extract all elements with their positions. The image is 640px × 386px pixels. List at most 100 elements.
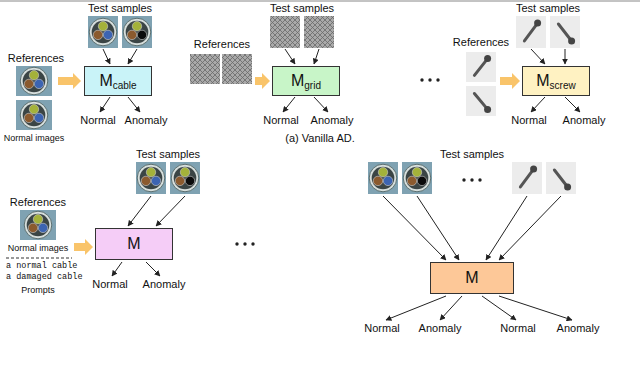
model-symbol: M: [465, 269, 478, 287]
screw-image: [466, 52, 496, 82]
ellipsis-dot: [478, 178, 481, 181]
image-ground: [368, 162, 398, 194]
output-label: Anomaly: [143, 278, 186, 291]
screw-image: [546, 162, 576, 194]
prompt-text: a normal cable: [6, 262, 77, 272]
cable-image: [16, 66, 52, 96]
top-rule: [0, 1, 640, 2]
flow-arrow: [103, 49, 110, 64]
cable-image: [16, 100, 52, 130]
model-subscript: cable: [113, 80, 137, 91]
screw-image: [516, 16, 546, 48]
cable-wire: [175, 176, 184, 185]
image-ground: [550, 16, 580, 48]
model-box: Mcable: [84, 66, 152, 96]
cable-image: [88, 16, 118, 48]
cable-image: [402, 162, 432, 194]
cable-wire: [412, 168, 421, 177]
flow-arrow: [285, 49, 295, 64]
flow-arrow: [531, 49, 545, 64]
cable-wire: [34, 79, 43, 88]
flow-arrow: [128, 196, 151, 226]
flow-arrow: [156, 196, 185, 226]
image-ground: [88, 16, 118, 48]
cable-wire: [146, 168, 155, 177]
reference-arrow: [74, 239, 93, 255]
image-ground: [512, 162, 542, 194]
cable-wire: [28, 223, 37, 232]
cable-wire: [24, 113, 33, 122]
model-symbol: M: [99, 72, 112, 90]
cable-wire: [24, 79, 33, 88]
image-ground: [546, 162, 576, 194]
output-label: Normal: [263, 114, 298, 127]
cable-wire: [417, 176, 426, 185]
cable-core: [92, 21, 115, 44]
output-label: Anomaly: [311, 114, 354, 127]
screw-head: [484, 106, 491, 113]
cable-core: [406, 167, 429, 190]
cable-wire: [29, 105, 38, 114]
output-label: Anomaly: [125, 114, 168, 127]
ellipsis-dot: [462, 178, 465, 181]
cable-wire: [407, 176, 416, 185]
section-label: Test samples: [516, 2, 580, 15]
output-label: Normal: [500, 322, 535, 335]
dashed-divider: [6, 258, 72, 259]
image-ground: [402, 162, 432, 194]
ellipsis-dot: [428, 78, 431, 81]
cable-core: [27, 214, 50, 237]
cable-wire: [378, 168, 387, 177]
cable-wire: [185, 176, 194, 185]
screw-head: [530, 166, 537, 173]
flow-arrow: [565, 97, 580, 112]
image-caption: Prompts: [21, 285, 55, 295]
reference-arrow: [255, 73, 270, 89]
model-symbol: M: [127, 235, 140, 253]
cable-ring: [89, 18, 117, 46]
ellipsis-dot: [420, 78, 423, 81]
ellipsis-dot: [470, 178, 473, 181]
model-symbol: M: [291, 72, 304, 90]
section-label: References: [8, 52, 64, 65]
reference-arrow: [500, 73, 520, 89]
cable-wire: [383, 176, 392, 185]
cable-ring: [137, 164, 165, 192]
flow-arrow: [499, 196, 561, 260]
image-ground: [122, 16, 152, 48]
cable-wire: [132, 22, 141, 31]
flow-arrow: [386, 296, 446, 320]
cable-wire: [151, 176, 160, 185]
cable-wire: [137, 30, 146, 39]
screw-image: [466, 86, 496, 116]
cable-ring: [171, 164, 199, 192]
flow-arrow: [112, 262, 122, 276]
cable-ring: [369, 164, 397, 192]
model-subscript: grid: [304, 80, 321, 91]
cable-ring: [403, 164, 431, 192]
ellipsis-dot: [436, 78, 439, 81]
cable-wire: [33, 215, 42, 224]
cable-ring: [20, 101, 48, 129]
flow-arrow: [283, 97, 295, 112]
cable-wire: [29, 71, 38, 80]
cable-ring: [24, 211, 52, 239]
grid-image: [190, 54, 220, 84]
screw-head: [564, 183, 571, 190]
image-ground: [136, 162, 166, 194]
cable-ring: [123, 18, 151, 46]
cable-wire: [98, 22, 107, 31]
prompt-text: a damaged cable: [6, 273, 83, 283]
cable-core: [126, 21, 149, 44]
image-ground: [170, 162, 200, 194]
image-ground: [516, 16, 546, 48]
output-label: Normal: [92, 278, 127, 291]
flow-arrow: [440, 296, 462, 320]
model-symbol: M: [536, 72, 549, 90]
ellipsis-dot: [235, 242, 238, 245]
screw-image: [512, 162, 542, 194]
cable-image: [136, 162, 166, 194]
cable-wire: [180, 168, 189, 177]
grid-texture: [304, 16, 334, 48]
output-label: Anomaly: [419, 322, 462, 335]
